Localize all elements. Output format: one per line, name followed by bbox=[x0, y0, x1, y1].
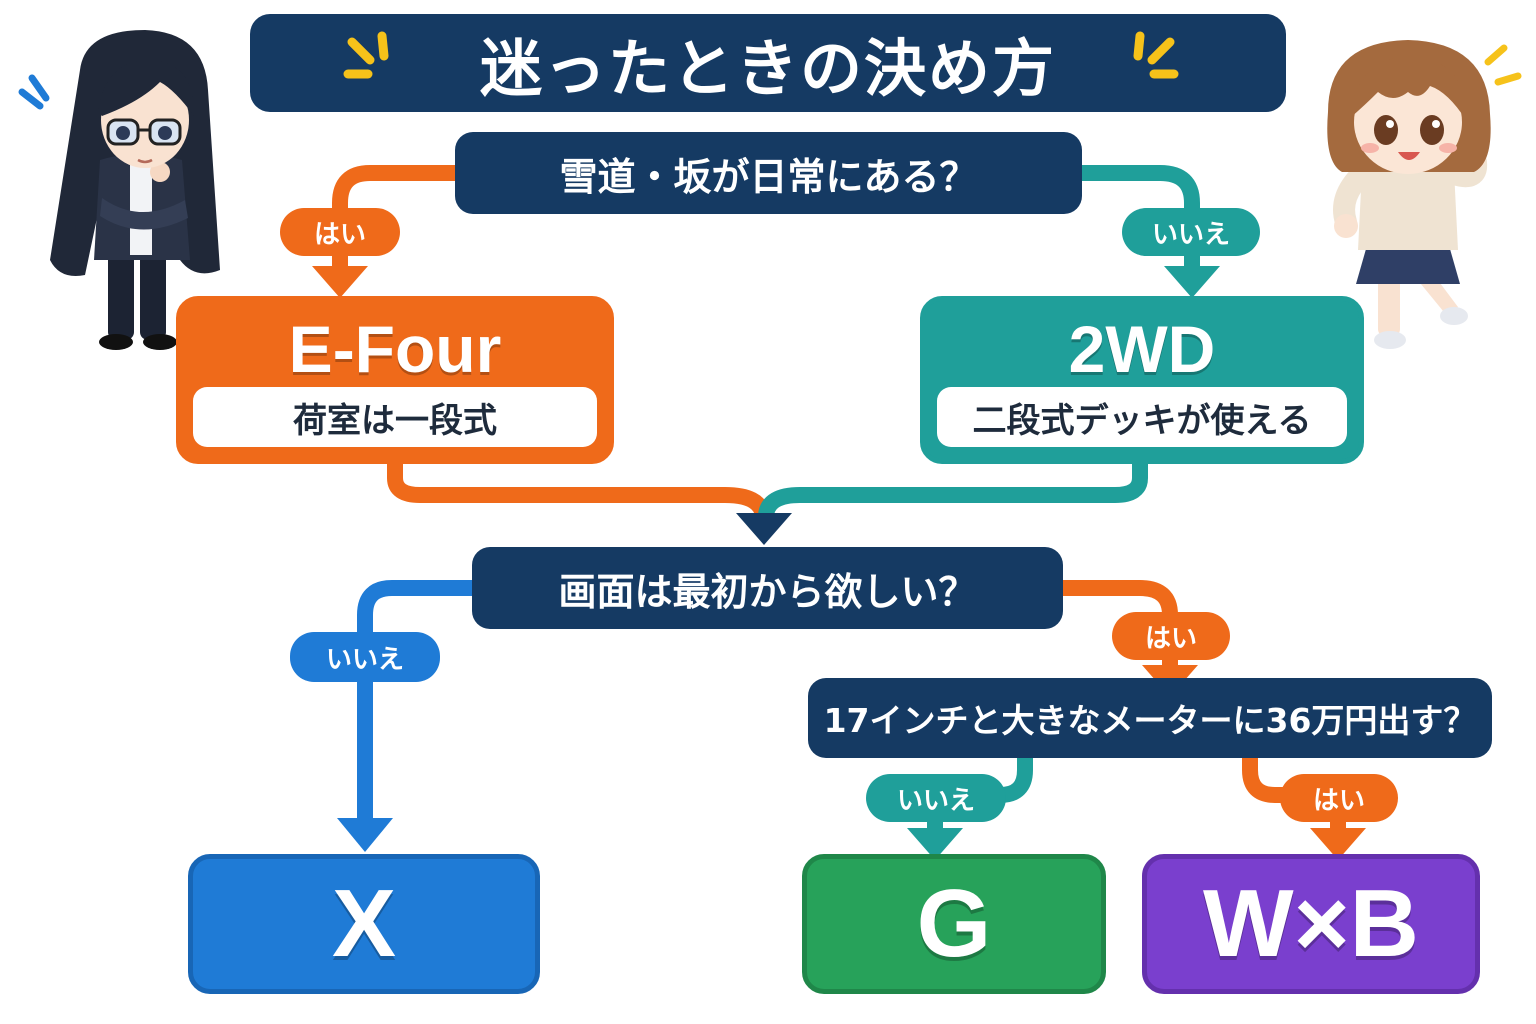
outcome-g-name: G bbox=[916, 870, 992, 977]
question-1-box: 雪道・坂が日常にある？ bbox=[455, 132, 1082, 214]
connector-efour-merge bbox=[387, 454, 771, 523]
arrow-merge bbox=[736, 513, 792, 545]
q2-no-text: いいえ bbox=[325, 644, 404, 675]
q1-no-label: いいえ bbox=[1122, 208, 1260, 256]
q2-yes-text: はい bbox=[1144, 623, 1197, 654]
woman-with-glasses-icon bbox=[18, 30, 220, 350]
q3-yes-label: はい bbox=[1280, 774, 1398, 822]
connector-twowd-merge bbox=[758, 454, 1148, 523]
outcome-g-card: G bbox=[802, 854, 1106, 994]
q3-yes-text: はい bbox=[1312, 785, 1365, 816]
sparkle-icon bbox=[1133, 31, 1179, 79]
question-2-box: 画面は最初から欲しい？ bbox=[472, 547, 1063, 629]
outcome-2wd-note: 二段式デッキが使える bbox=[937, 387, 1347, 447]
question-3-box: 17インチと大きなメーターに36万円出す？ bbox=[808, 678, 1492, 758]
outcome-2wd-name: 2WD bbox=[1068, 312, 1216, 386]
cheerful-girl-icon bbox=[1327, 40, 1522, 349]
page-title: 迷ったときの決め方 bbox=[479, 32, 1056, 105]
q1-yes-label: はい bbox=[280, 208, 400, 256]
q3-no-text: いいえ bbox=[896, 785, 975, 816]
q1-yes-text: はい bbox=[313, 219, 366, 250]
connector-q2-no bbox=[357, 580, 480, 830]
arrow-q2-no bbox=[337, 818, 393, 852]
outcome-x-name: X bbox=[331, 870, 397, 977]
arrow-q1-no bbox=[1164, 266, 1220, 298]
question-2-text: 画面は最初から欲しい？ bbox=[558, 569, 977, 614]
arrow-q1-yes bbox=[312, 266, 368, 298]
outcome-2wd-card: 2WD 二段式デッキが使える bbox=[920, 296, 1364, 464]
outcome-efour-note: 荷室は一段式 bbox=[193, 387, 597, 447]
question-3-text: 17インチと大きなメーターに36万円出す？ bbox=[823, 701, 1477, 740]
q1-no-text: いいえ bbox=[1151, 219, 1230, 250]
q2-yes-label: はい bbox=[1112, 612, 1230, 660]
arrow-q3-no bbox=[907, 828, 963, 860]
arrow-q3-yes bbox=[1310, 828, 1366, 860]
connector-q1-yes bbox=[332, 165, 463, 278]
question-1-text: 雪道・坂が日常にある？ bbox=[559, 154, 978, 199]
q2-no-label: いいえ bbox=[290, 632, 440, 682]
outcome-wxb-card: W×B bbox=[1142, 854, 1480, 994]
q3-no-label: いいえ bbox=[866, 774, 1006, 822]
outcome-wxb-name: W×B bbox=[1203, 870, 1419, 977]
outcome-efour-name: E-Four bbox=[288, 312, 502, 386]
title-bar: 迷ったときの決め方 bbox=[250, 14, 1286, 112]
outcome-x-card: X bbox=[188, 854, 540, 994]
connector-q1-no bbox=[1074, 165, 1200, 278]
sparkle-icon bbox=[343, 31, 389, 79]
outcome-efour-card: E-Four 荷室は一段式 bbox=[176, 296, 614, 464]
